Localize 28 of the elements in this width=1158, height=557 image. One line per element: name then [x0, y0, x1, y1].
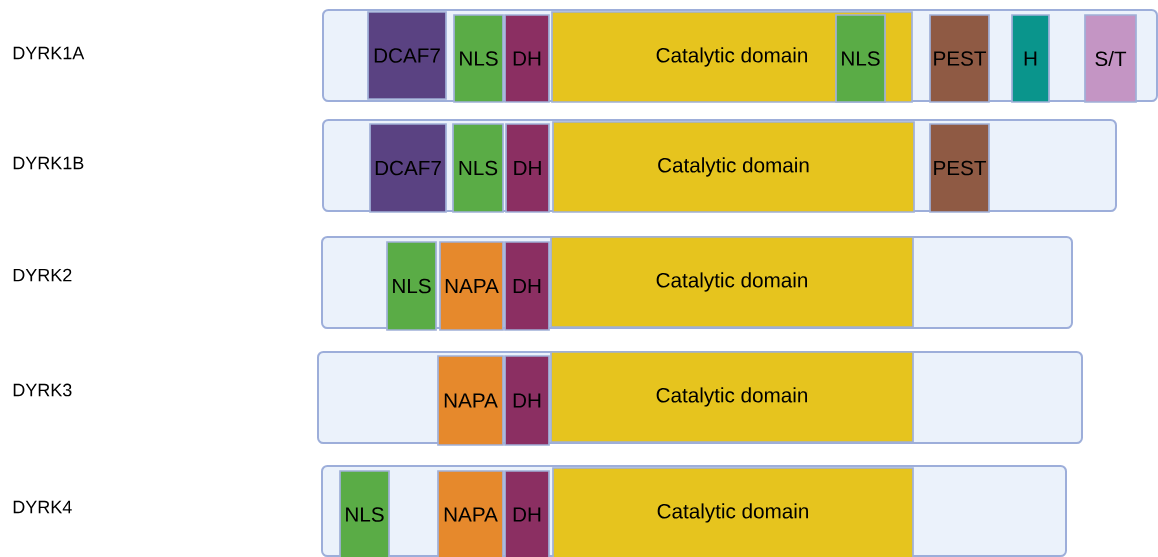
- domain-box: PEST: [929, 14, 990, 103]
- domain-box: S/T: [1084, 14, 1137, 103]
- protein-name: DYRK4: [13, 500, 72, 514]
- domain-box: NLS: [386, 241, 437, 331]
- catalytic-domain: Catalytic domain: [552, 121, 915, 213]
- domain-box: PEST: [929, 123, 990, 213]
- protein-name: DYRK1A: [13, 46, 85, 60]
- catalytic-domain: Catalytic domain: [550, 236, 914, 328]
- catalytic-domain: Catalytic domain: [552, 467, 914, 557]
- domain-box: DH: [504, 470, 550, 557]
- domain-box: DCAF7: [367, 11, 447, 100]
- protein-name: DYRK1B: [13, 156, 84, 170]
- domain-box: DCAF7: [369, 123, 447, 213]
- domain-box: NLS: [452, 123, 504, 213]
- domain-box: DH: [504, 241, 550, 331]
- domain-box: NLS: [835, 14, 886, 103]
- domain-box: DH: [504, 14, 550, 103]
- domain-box: NAPA: [439, 241, 504, 331]
- domain-box: NLS: [339, 470, 390, 557]
- catalytic-domain: Catalytic domain: [550, 351, 914, 443]
- domain-box: DH: [505, 123, 550, 213]
- protein-name: DYRK3: [13, 383, 72, 397]
- domain-box: NAPA: [437, 355, 504, 446]
- domain-box: H: [1011, 14, 1050, 103]
- domain-box: DH: [504, 355, 550, 446]
- protein-name: DYRK2: [13, 268, 72, 282]
- domain-box: NLS: [453, 14, 504, 103]
- domain-box: NAPA: [437, 470, 504, 557]
